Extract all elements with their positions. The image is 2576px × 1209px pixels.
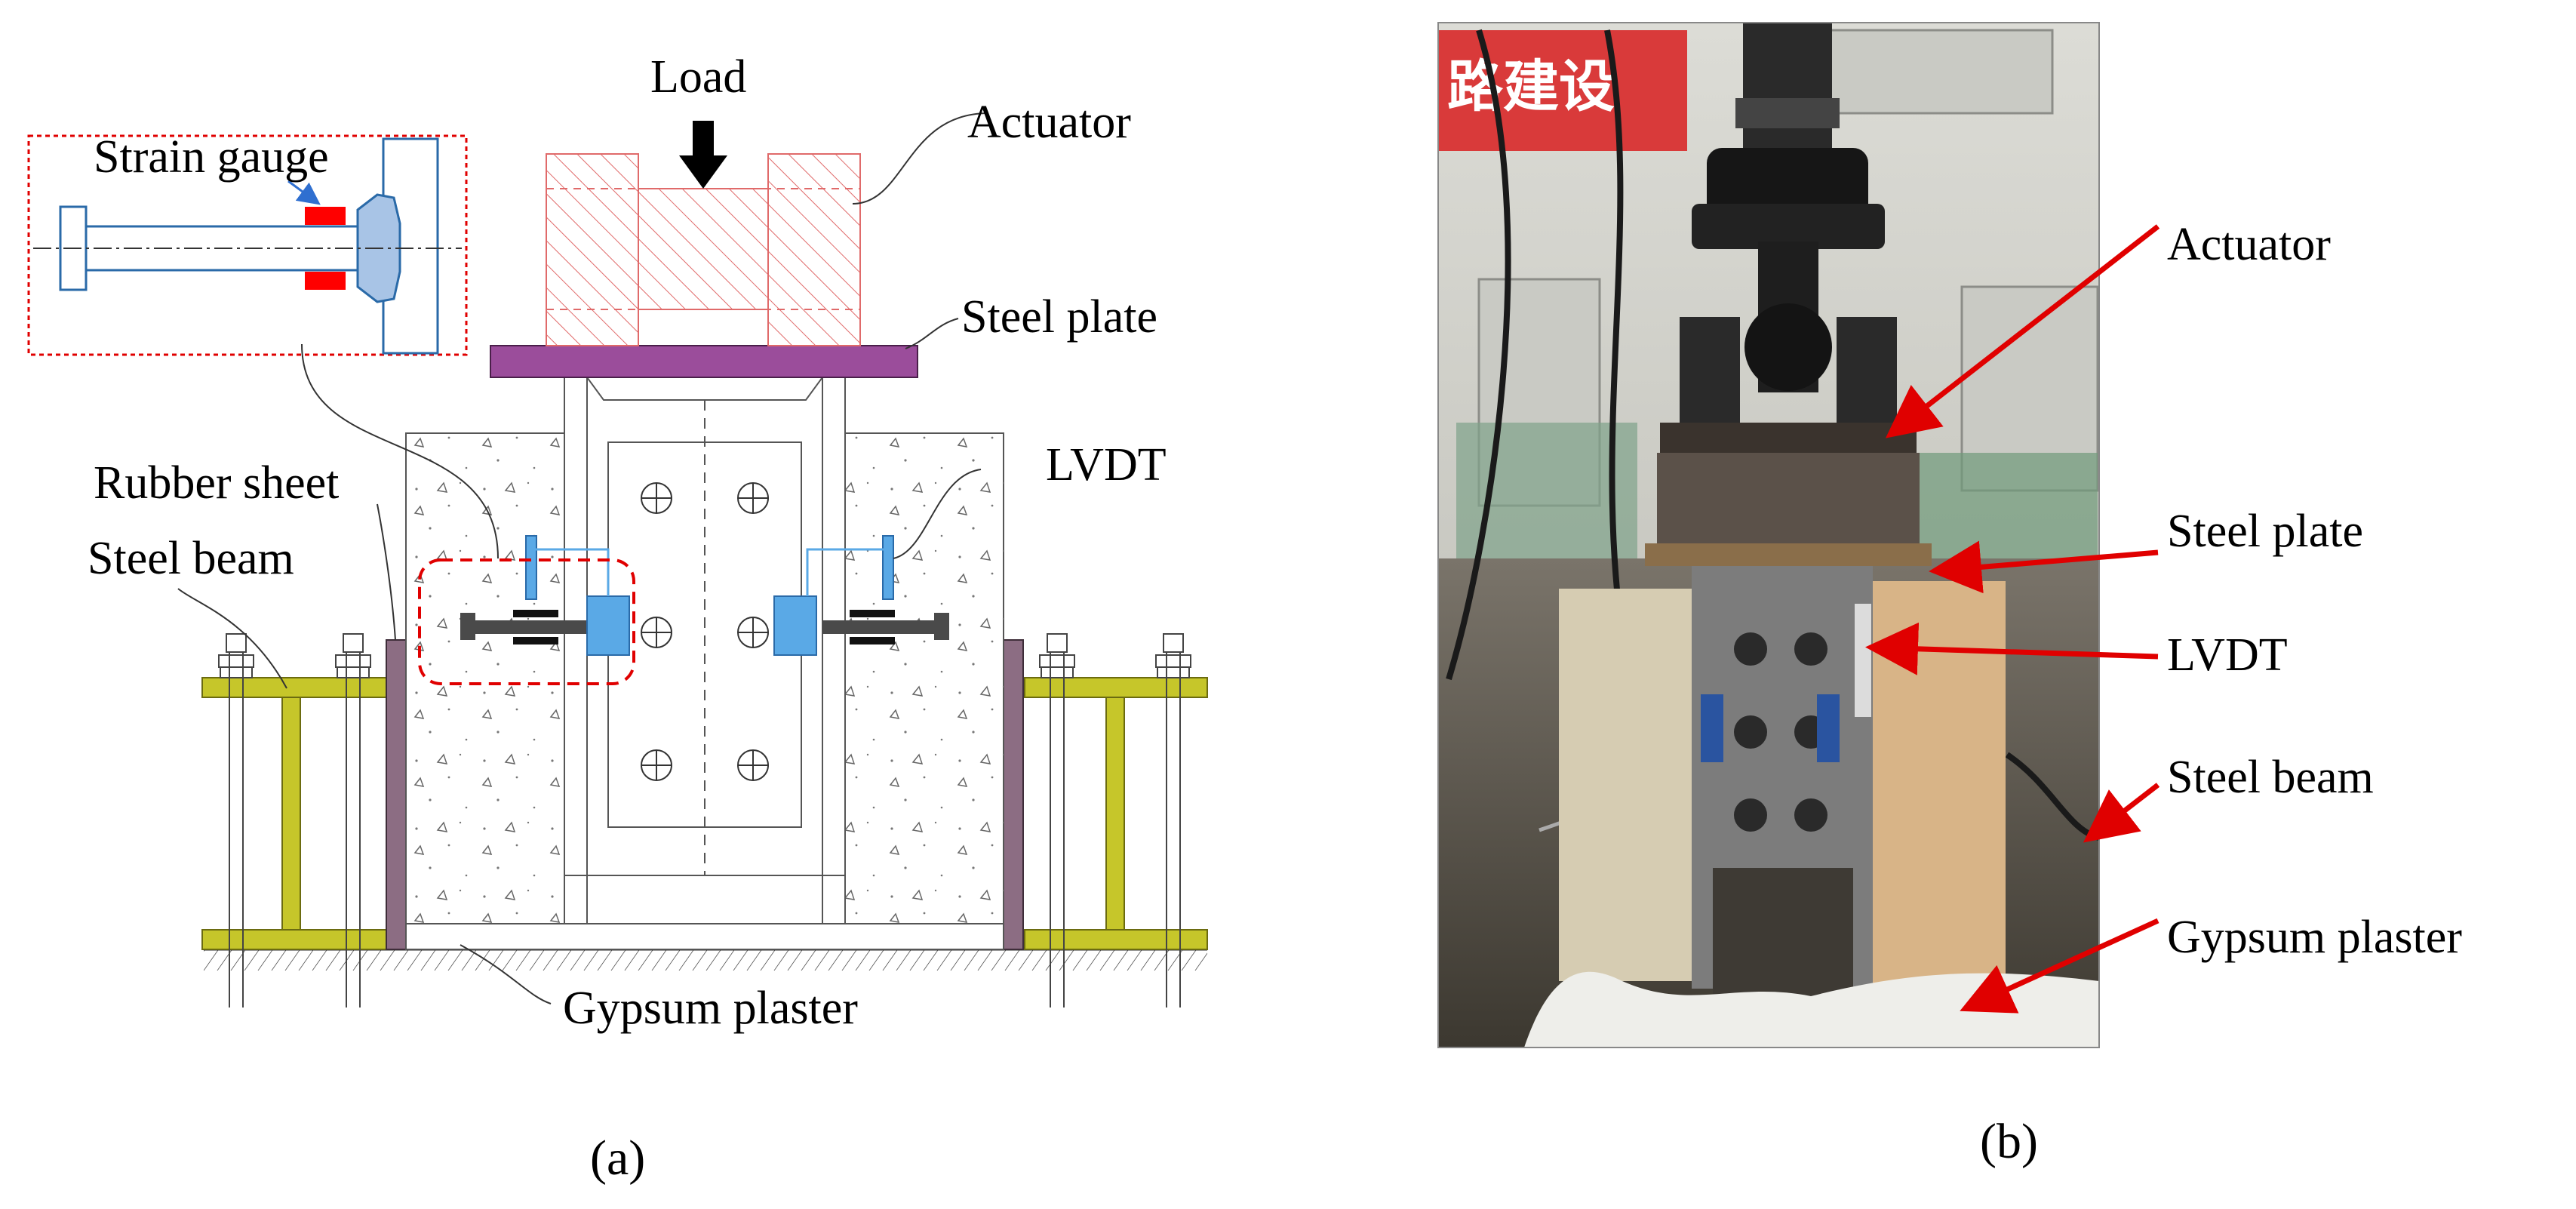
leader-lines-a — [177, 112, 989, 1004]
label-strain-gauge: Strain gauge — [94, 131, 329, 183]
photo-sign-text: 路建设 — [1447, 54, 1615, 119]
label-load: Load — [650, 51, 746, 103]
photo-border — [1437, 22, 2100, 1048]
rubber-sheet-right — [1003, 639, 1024, 950]
rubber-sheet-left — [386, 639, 407, 950]
lvdt-left — [525, 535, 630, 656]
steel-beam-left — [201, 633, 387, 1007]
detail-highlight — [418, 558, 635, 685]
label-steel-beam-a: Steel beam — [88, 533, 294, 584]
panel-a-schematic: Load Actuator Strain gauge Steel plate L… — [27, 51, 1208, 1186]
label-actuator-a: Actuator — [967, 97, 1131, 148]
strain-gauge-marker-top — [305, 207, 346, 225]
strain-gauge-detail — [27, 134, 468, 356]
label-lvdt-a: LVDT — [1046, 439, 1167, 491]
strain-gauge-marker-bottom — [305, 272, 346, 290]
bolt-holes — [641, 482, 769, 781]
label-steel-plate-b: Steel plate — [2167, 506, 2363, 557]
shear-stud-right — [822, 610, 949, 644]
label-gypsum-plaster-a: Gypsum plaster — [563, 983, 858, 1034]
caption-a: (a) — [590, 1131, 645, 1186]
label-rubber-sheet: Rubber sheet — [94, 457, 339, 509]
load-arrow — [679, 121, 727, 189]
label-steel-plate-a: Steel plate — [961, 291, 1157, 343]
ground-hatching — [204, 949, 1207, 971]
label-gypsum-plaster-b: Gypsum plaster — [2167, 912, 2462, 963]
photo-red-sign — [1438, 30, 1687, 151]
label-lvdt-b: LVDT — [2167, 629, 2288, 681]
label-actuator-b: Actuator — [2167, 219, 2331, 270]
caption-b: (b) — [1980, 1114, 2038, 1169]
steel-beam-right — [1024, 633, 1208, 1007]
label-steel-beam-b: Steel beam — [2167, 752, 2374, 803]
steel-plate — [490, 345, 918, 378]
panel-b-photo: 路建设 — [1437, 22, 2462, 1169]
shear-stud-left — [460, 610, 589, 644]
gypsum-plaster-layer — [405, 923, 1004, 950]
test-photo: 路建设 — [1438, 23, 2099, 1047]
annotation-arrows-b — [1865, 224, 2160, 1014]
lvdt-right — [773, 535, 894, 656]
